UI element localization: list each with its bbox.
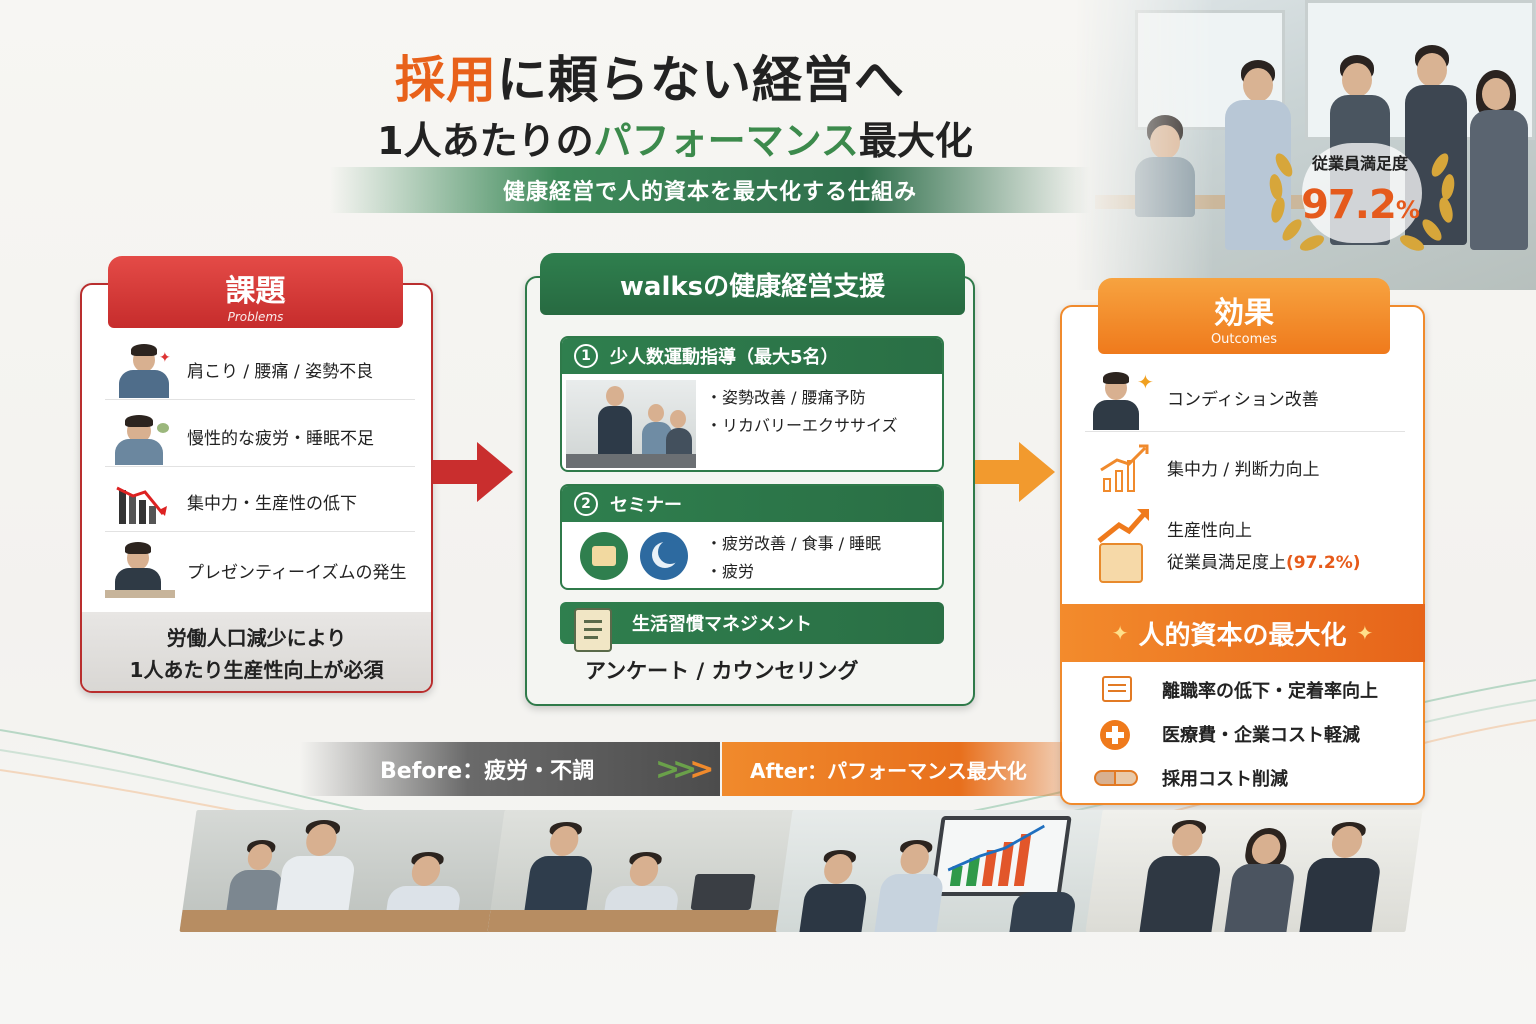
problem-item: プレゼンティーイズムの発生 [105,540,415,600]
after-celebration-photo [1085,810,1423,932]
habit-management-header: 生活習慣マネジメント [560,602,944,644]
award-label: 従業員満足度 [1311,154,1408,173]
award-value: 97.2% [1301,182,1420,228]
sub-title: 1人あたりのパフォーマンス最大化 [377,119,973,163]
problems-header: 課題 Problems [108,256,403,328]
outcomes-header: 効果 Outcomes [1098,278,1390,354]
satisfaction-line: 従業員満足度上(97.2%) [1167,553,1361,573]
main-title: 採用に頼らない経営へ [395,51,905,109]
support-title: walksの健康経営支援 [540,253,965,315]
effect-item: 離職率の低下・定着率向上 [1090,672,1410,708]
happy-worker-icon: ✦ [1085,370,1155,430]
document-icon [1090,672,1140,708]
title-ribbon: 健康経営で人的資本を最大化する仕組み [330,167,1090,213]
before-tired-desk-photo [487,810,805,932]
outcome-item: 生産性向上 従業員満足度上(97.2%) [1085,502,1405,592]
problem-item: 集中力・生産性の低下 [105,472,415,532]
section-number: 1 [574,344,598,368]
sleep-moon-icon [640,532,688,580]
right-arrow-red-icon [433,442,513,502]
rising-bar-chart-icon [1085,440,1155,500]
sparkle-icon: ✦ [1356,621,1374,645]
clipboard-icon [574,608,612,652]
after-presentation-photo [775,810,1113,932]
problems-subtitle: Problems [227,310,284,324]
office-celebration-photo [1075,0,1536,290]
right-arrow-orange-icon [975,442,1055,502]
sparkle-icon: ✦ [1111,621,1129,645]
section-number: 2 [574,492,598,516]
growth-arrow-icon [1085,507,1155,587]
human-capital-max-banner: ✦ 人的資本の最大化 ✦ [1060,604,1425,662]
outcome-item: 集中力 / 判断力向上 [1085,440,1405,500]
group-training-illustration [566,380,696,468]
effect-item: 医療費・企業コスト軽減 [1090,716,1410,752]
outcomes-title: 効果 [1214,296,1274,331]
declining-chart-icon [105,474,175,530]
problems-footer: 労働人口減少により 1人あたり生産性向上が必須 [82,612,431,691]
outcome-item: ✦ コンディション改善 [1085,368,1405,432]
medical-cost-icon [1090,716,1140,752]
tired-person-icon [105,409,175,465]
before-banner: Before：疲労・不調 [300,742,720,796]
before-tired-office-photo [179,810,517,932]
after-banner: After：パフォーマンス最大化 [722,742,1062,796]
problems-title: 課題 [225,274,286,309]
stressed-worker-icon [105,542,175,598]
handshake-icon [1090,760,1140,796]
outcomes-subtitle: Outcomes [1210,332,1278,347]
meal-bag-icon [580,532,628,580]
problem-item: 慢性的な疲労・睡眠不足 [105,407,415,467]
effect-item: 採用コスト削減 [1090,760,1410,796]
chevrons-icon: >>> [655,752,714,787]
stiff-shoulder-person-icon: ✦ [105,342,175,398]
habit-management-text: アンケート / カウンセリング [585,659,859,683]
laurel-wreath-icon [1269,143,1455,251]
problem-item: ✦ 肩こり / 腰痛 / 姿勢不良 [105,340,415,400]
